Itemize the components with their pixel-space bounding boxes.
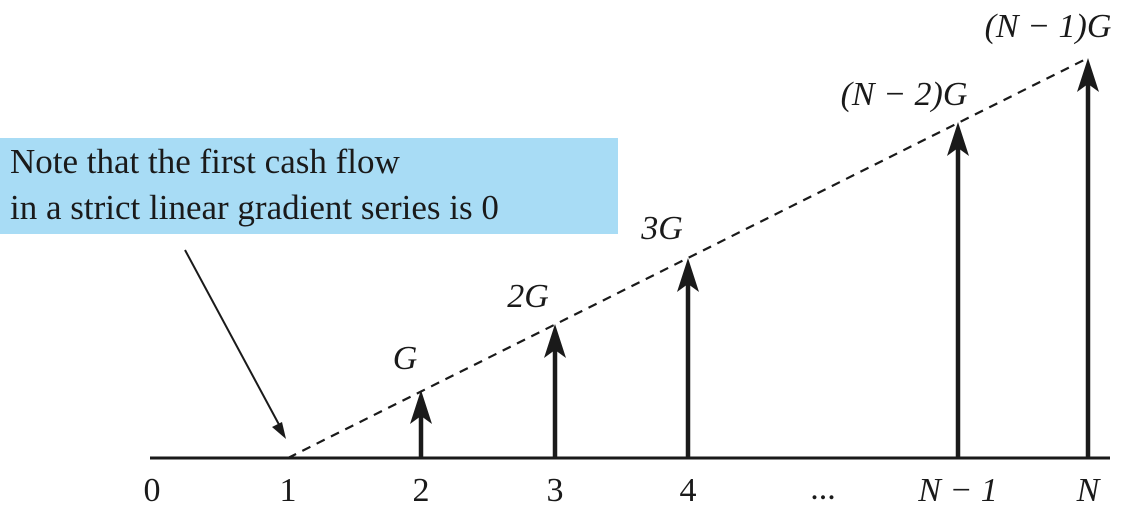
tick-label-1: 1 (279, 472, 297, 509)
note-line-2: in a strict linear gradient series is 0 (10, 188, 499, 227)
cash-flow-arrow-n-minus-1 (947, 122, 969, 458)
flow-label-2g: 2G (507, 278, 549, 315)
note-pointer-line (184, 249, 284, 433)
tick-label-ellipsis: ... (810, 470, 836, 507)
flow-label-3g: 3G (641, 210, 683, 247)
tick-label-2: 2 (412, 472, 430, 509)
cash-flow-arrow-2 (410, 390, 432, 458)
cash-flow-arrow-n (1077, 58, 1099, 458)
note-line-1: Note that the first cash flow (10, 142, 400, 181)
flow-label-n-minus-1-g: (N − 1)G (984, 8, 1112, 45)
cash-flow-arrow-4 (677, 258, 699, 458)
tick-label-4: 4 (679, 472, 697, 509)
note-callout: Note that the first cash flow in a stric… (0, 138, 618, 234)
tick-label-3: 3 (546, 472, 564, 509)
note-pointer-arrowhead (272, 422, 286, 439)
tick-label-n: N (1076, 472, 1100, 509)
flow-label-n-minus-2-g: (N − 2)G (840, 76, 968, 113)
tick-label-0: 0 (143, 472, 161, 509)
flow-label-g: G (392, 340, 418, 377)
tick-label-n-minus-1: N − 1 (918, 472, 998, 509)
cash-flow-arrow-3 (544, 324, 566, 458)
